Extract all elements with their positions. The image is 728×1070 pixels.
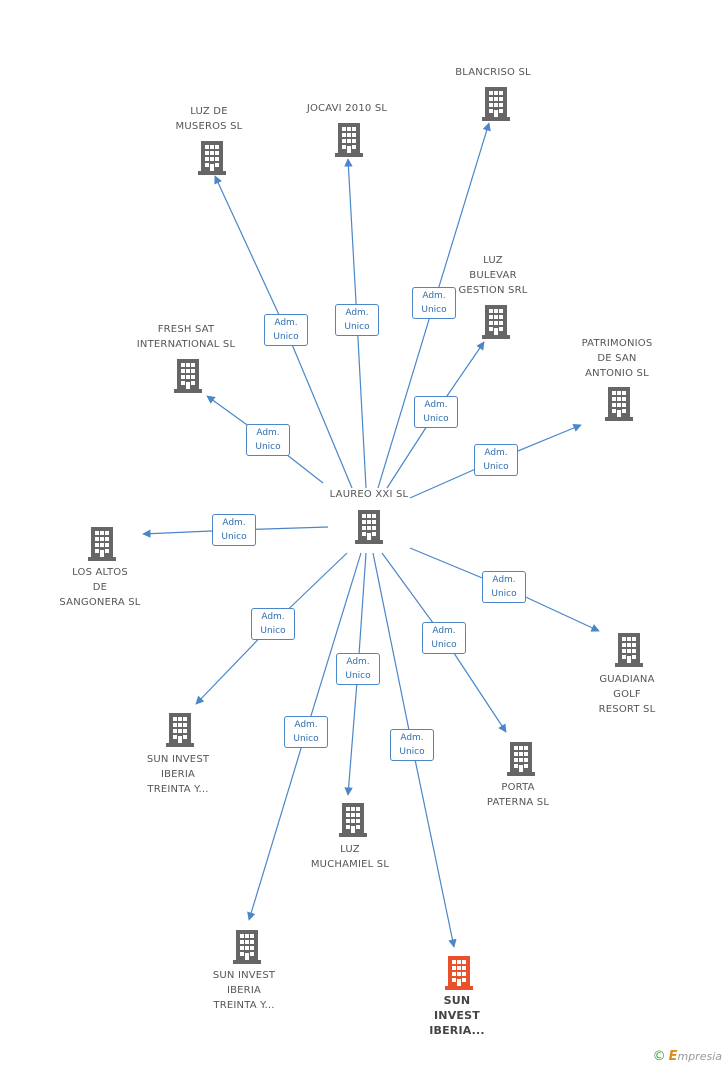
edge-label-fresh-sat[interactable]: Adm. Unico — [246, 424, 290, 456]
center-company-building-icon[interactable] — [355, 510, 383, 544]
brand-watermark: ©Empresia — [653, 1049, 722, 1064]
edge-label-luz-bulevar[interactable]: Adm. Unico — [414, 396, 458, 428]
edge-label-jocavi[interactable]: Adm. Unico — [335, 304, 379, 336]
company-blancriso-building-icon[interactable] — [482, 87, 510, 121]
brand-logo-e: E — [668, 1049, 678, 1064]
company-fresh-sat-label[interactable]: FRESH SAT INTERNATIONAL SL — [136, 324, 236, 350]
company-patrimonios-label[interactable]: PATRIMONIOS DE SAN ANTONIO SL — [581, 338, 653, 379]
company-luz-muchamiel-building-icon[interactable] — [339, 803, 367, 837]
company-sun-invest-1-building-icon[interactable] — [166, 713, 194, 747]
copyright-icon: © — [652, 1049, 666, 1064]
company-guadiana-label[interactable]: GUADIANA GOLF RESORT SL — [598, 674, 656, 715]
company-porta-paterna-building-icon[interactable] — [507, 742, 535, 776]
company-sun-invest-2-building-icon[interactable] — [233, 930, 261, 964]
company-blancriso-label[interactable]: BLANCRISO SL — [455, 67, 531, 78]
company-sun-invest-3-building-icon[interactable] — [445, 956, 473, 990]
brand-name: mpresia — [677, 1050, 722, 1063]
company-patrimonios-building-icon[interactable] — [605, 387, 633, 421]
center-company-label[interactable]: LAUREO XXI SL — [329, 489, 409, 500]
edge-label-porta-paterna[interactable]: Adm. Unico — [422, 622, 466, 654]
edge-label-guadiana[interactable]: Adm. Unico — [482, 571, 526, 603]
edge-label-blancriso[interactable]: Adm. Unico — [412, 287, 456, 319]
company-sun-invest-2-label[interactable]: SUN INVEST IBERIA TREINTA Y... — [212, 970, 276, 1011]
company-luz-museros-label[interactable]: LUZ DE MUSEROS SL — [175, 106, 243, 132]
company-jocavi-building-icon[interactable] — [335, 123, 363, 157]
edge-label-luz-muchamiel[interactable]: Adm. Unico — [336, 653, 380, 685]
edge-label-luz-museros[interactable]: Adm. Unico — [264, 314, 308, 346]
edge-label-altos-sangonera[interactable]: Adm. Unico — [212, 514, 256, 546]
company-fresh-sat-building-icon[interactable] — [174, 359, 202, 393]
company-guadiana-building-icon[interactable] — [615, 633, 643, 667]
edge-label-sun-invest-2[interactable]: Adm. Unico — [284, 716, 328, 748]
edge-label-sun-invest-3[interactable]: Adm. Unico — [390, 729, 434, 761]
company-sun-invest-3-label[interactable]: SUN INVEST IBERIA... — [429, 994, 485, 1037]
company-luz-museros-building-icon[interactable] — [198, 141, 226, 175]
company-luz-muchamiel-label[interactable]: LUZ MUCHAMIEL SL — [310, 844, 390, 870]
company-luz-bulevar-label[interactable]: LUZ BULEVAR GESTION SRL — [458, 255, 528, 296]
edge-label-patrimonios[interactable]: Adm. Unico — [474, 444, 518, 476]
company-luz-bulevar-building-icon[interactable] — [482, 305, 510, 339]
company-sun-invest-1-label[interactable]: SUN INVEST IBERIA TREINTA Y... — [146, 754, 210, 795]
company-altos-sangonera-building-icon[interactable] — [88, 527, 116, 561]
company-altos-sangonera-label[interactable]: LOS ALTOS DE SANGONERA SL — [59, 567, 141, 608]
company-jocavi-label[interactable]: JOCAVI 2010 SL — [306, 103, 388, 114]
edge-label-sun-invest-1[interactable]: Adm. Unico — [251, 608, 295, 640]
company-porta-paterna-label[interactable]: PORTA PATERNA SL — [486, 782, 550, 808]
